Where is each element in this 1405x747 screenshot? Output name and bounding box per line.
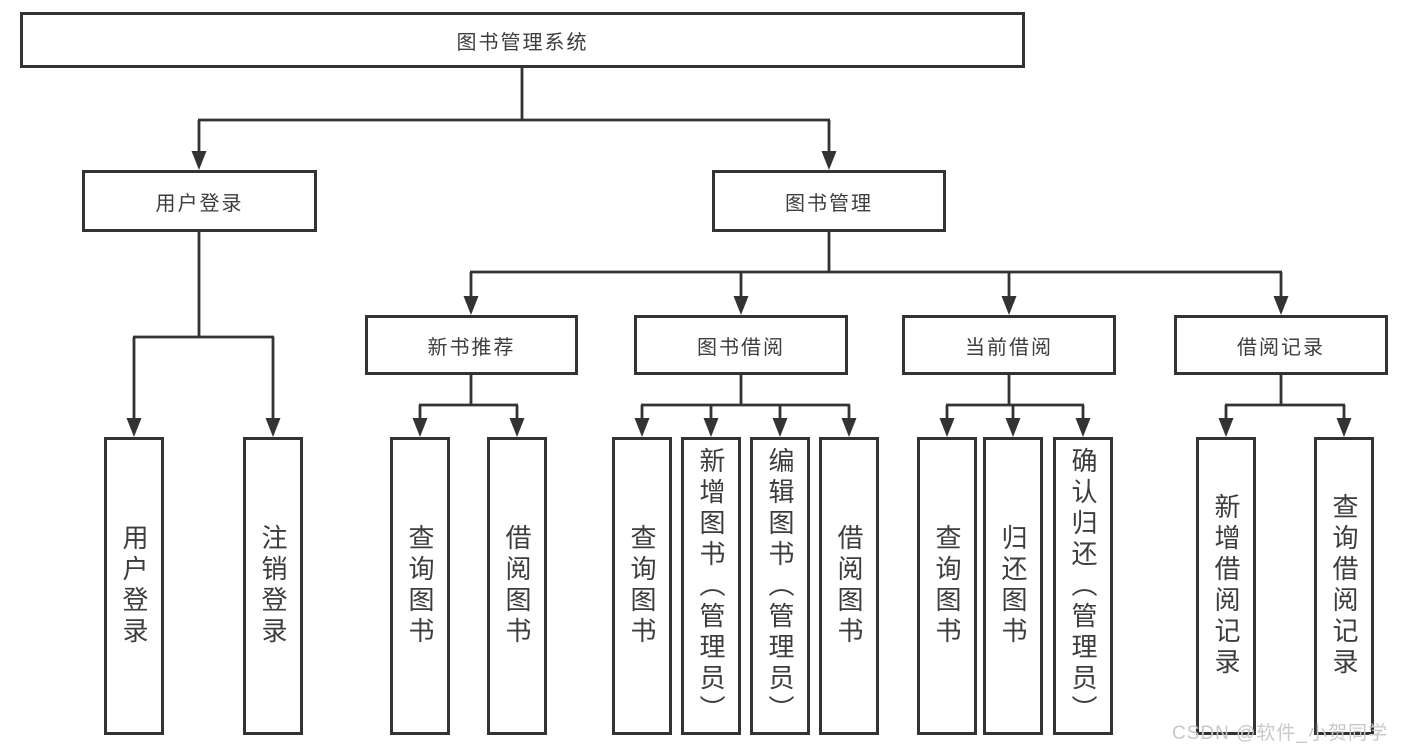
node-borrowing-records: 借阅记录	[1174, 315, 1388, 375]
arrow-icon	[126, 418, 142, 437]
leaf-confirm-return-admin: 确认归还（管理员）	[1053, 437, 1113, 735]
arrowhead-icons	[126, 151, 1352, 437]
node-book-management-branch: 图书管理	[712, 170, 946, 232]
arrow-icon	[1005, 418, 1021, 437]
watermark: CSDN @软件_小贺同学	[1172, 723, 1388, 744]
leaf-return-book: 归还图书	[983, 437, 1043, 735]
node-current-borrowing: 当前借阅	[902, 315, 1116, 375]
leaf-borrow-books: 借阅图书	[819, 437, 879, 735]
leaf-add-borrow-record: 新增借阅记录	[1196, 437, 1256, 735]
arrow-icon	[703, 418, 719, 437]
arrow-icon	[191, 151, 207, 170]
arrow-icon	[265, 418, 281, 437]
tree-edges	[132, 68, 1346, 421]
arrow-icon	[1218, 418, 1234, 437]
arrow-icon	[1001, 296, 1017, 315]
arrow-icon	[1273, 296, 1289, 315]
node-library-management-system: 图书管理系统	[20, 12, 1025, 68]
leaf-edit-book-admin: 编辑图书（管理员）	[750, 437, 810, 735]
leaf-user-login: 用户登录	[104, 437, 164, 735]
leaf-query-books-current: 查询图书	[917, 437, 977, 735]
leaf-query-books-recommend: 查询图书	[390, 437, 450, 735]
arrow-icon	[1075, 418, 1091, 437]
node-new-book-recommendation: 新书推荐	[365, 315, 578, 375]
arrow-icon	[733, 296, 749, 315]
leaf-query-borrow-record: 查询借阅记录	[1314, 437, 1374, 735]
arrow-icon	[939, 418, 955, 437]
arrow-icon	[463, 296, 479, 315]
arrow-icon	[509, 418, 525, 437]
node-user-login-branch: 用户登录	[82, 170, 317, 232]
leaf-borrow-books-recommend: 借阅图书	[487, 437, 547, 735]
arrow-icon	[772, 418, 788, 437]
node-book-borrowing: 图书借阅	[634, 315, 848, 375]
arrow-icon	[841, 418, 857, 437]
arrow-icon	[412, 418, 428, 437]
arrow-icon	[1336, 418, 1352, 437]
arrow-icon	[821, 151, 837, 170]
leaf-add-book-admin: 新增图书（管理员）	[681, 437, 741, 735]
arrow-icon	[634, 418, 650, 437]
leaf-logout: 注销登录	[243, 437, 303, 735]
leaf-query-books-borrow: 查询图书	[612, 437, 672, 735]
